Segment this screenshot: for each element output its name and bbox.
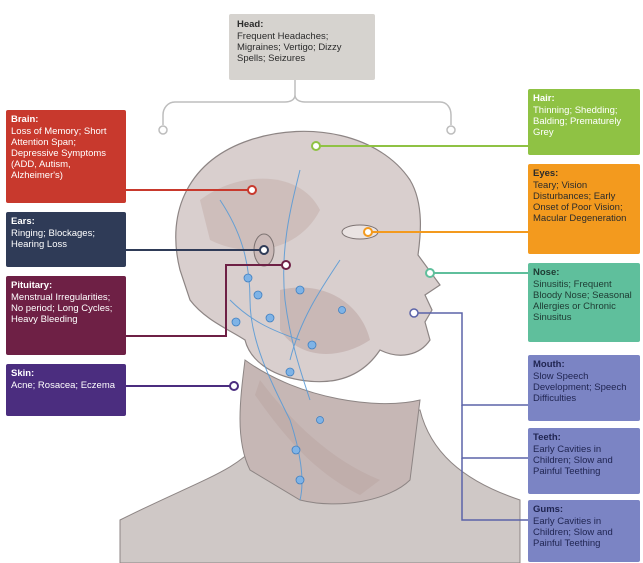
nose-text: Sinusitis; Frequent Bloody Nose; Seasona… <box>533 279 635 323</box>
head-text: Frequent Headaches; Migraines; Vertigo; … <box>237 31 367 64</box>
eyes-title: Eyes: <box>533 168 635 179</box>
brain-text: Loss of Memory; Short Attention Span; De… <box>11 126 121 181</box>
gums-title: Gums: <box>533 504 635 515</box>
nose-title: Nose: <box>533 267 635 278</box>
hair-title: Hair: <box>533 93 635 104</box>
mouth-title: Mouth: <box>533 359 635 370</box>
skin-marker <box>230 382 238 390</box>
eyes-marker <box>364 228 372 236</box>
ears-marker <box>260 246 268 254</box>
head-bracket-line <box>163 80 451 125</box>
mouth-box: Mouth: Slow Speech Development; Speech D… <box>528 355 640 421</box>
skin-title: Skin: <box>11 368 121 379</box>
pituitary-text: Menstrual Irregularities; No period; Lon… <box>11 292 121 325</box>
skin-text: Acne; Rosacea; Eczema <box>11 380 121 391</box>
teeth-text: Early Cavities in Children; Slow and Pai… <box>533 444 635 477</box>
head-box: Head: Frequent Headaches; Migraines; Ver… <box>229 14 375 80</box>
mouth-text: Slow Speech Development; Speech Difficul… <box>533 371 635 404</box>
brain-title: Brain: <box>11 114 121 125</box>
ears-title: Ears: <box>11 216 121 227</box>
ears-box: Ears: Ringing; Blockages; Hearing Loss <box>6 212 126 267</box>
hair-marker <box>312 142 320 150</box>
eyes-text: Teary; Vision Disturbances; Early Onset … <box>533 180 635 224</box>
brain-marker <box>248 186 256 194</box>
eyes-box: Eyes: Teary; Vision Disturbances; Early … <box>528 164 640 254</box>
gums-box: Gums: Early Cavities in Children; Slow a… <box>528 500 640 562</box>
pituitary-marker <box>282 261 290 269</box>
teeth-box: Teeth: Early Cavities in Children; Slow … <box>528 428 640 494</box>
nose-box: Nose: Sinusitis; Frequent Bloody Nose; S… <box>528 263 640 342</box>
mouth-connector <box>418 313 528 405</box>
skin-box: Skin: Acne; Rosacea; Eczema <box>6 364 126 416</box>
brain-box: Brain: Loss of Memory; Short Attention S… <box>6 110 126 203</box>
head-bracket-left-marker <box>159 126 167 134</box>
mouth-marker <box>410 309 418 317</box>
nose-marker <box>426 269 434 277</box>
hair-text: Thinning; Shedding; Balding; Prematurely… <box>533 105 635 138</box>
pituitary-title: Pituitary: <box>11 280 121 291</box>
ears-text: Ringing; Blockages; Hearing Loss <box>11 228 121 250</box>
hair-box: Hair: Thinning; Shedding; Balding; Prema… <box>528 89 640 155</box>
head-title: Head: <box>237 19 367 30</box>
teeth-connector <box>462 405 528 458</box>
teeth-title: Teeth: <box>533 432 635 443</box>
head-bracket-right-marker <box>447 126 455 134</box>
gums-text: Early Cavities in Children; Slow and Pai… <box>533 516 635 549</box>
pituitary-box: Pituitary: Menstrual Irregularities; No … <box>6 276 126 355</box>
